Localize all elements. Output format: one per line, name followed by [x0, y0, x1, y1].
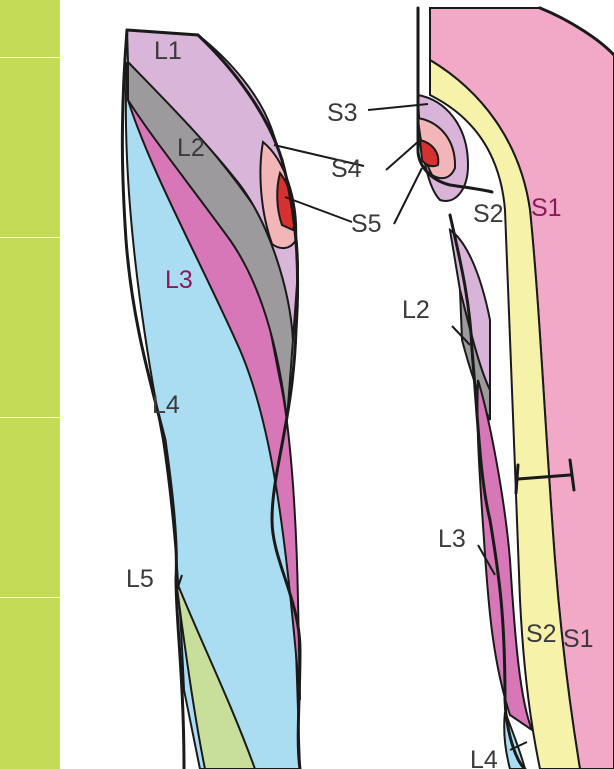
- label-l2: L2: [177, 134, 205, 162]
- label-l5: L5: [126, 565, 154, 593]
- left-leg: [122, 30, 300, 769]
- right-leg: [418, 8, 614, 769]
- label-s5: S5: [351, 210, 382, 238]
- label-l1: L1: [154, 37, 182, 65]
- label-s4: S4: [331, 155, 362, 183]
- label-s2-upper: S2: [473, 200, 504, 228]
- label-s3: S3: [327, 99, 358, 127]
- label-s1-upper: S1: [531, 194, 562, 222]
- label-s2-lower: S2: [526, 620, 557, 648]
- label-l4-right: L4: [470, 746, 498, 769]
- label-l4: L4: [152, 391, 180, 419]
- label-l3-right: L3: [438, 525, 466, 553]
- label-l3: L3: [165, 266, 193, 294]
- label-l2-right: L2: [402, 296, 430, 324]
- label-s1-lower: S1: [563, 625, 594, 653]
